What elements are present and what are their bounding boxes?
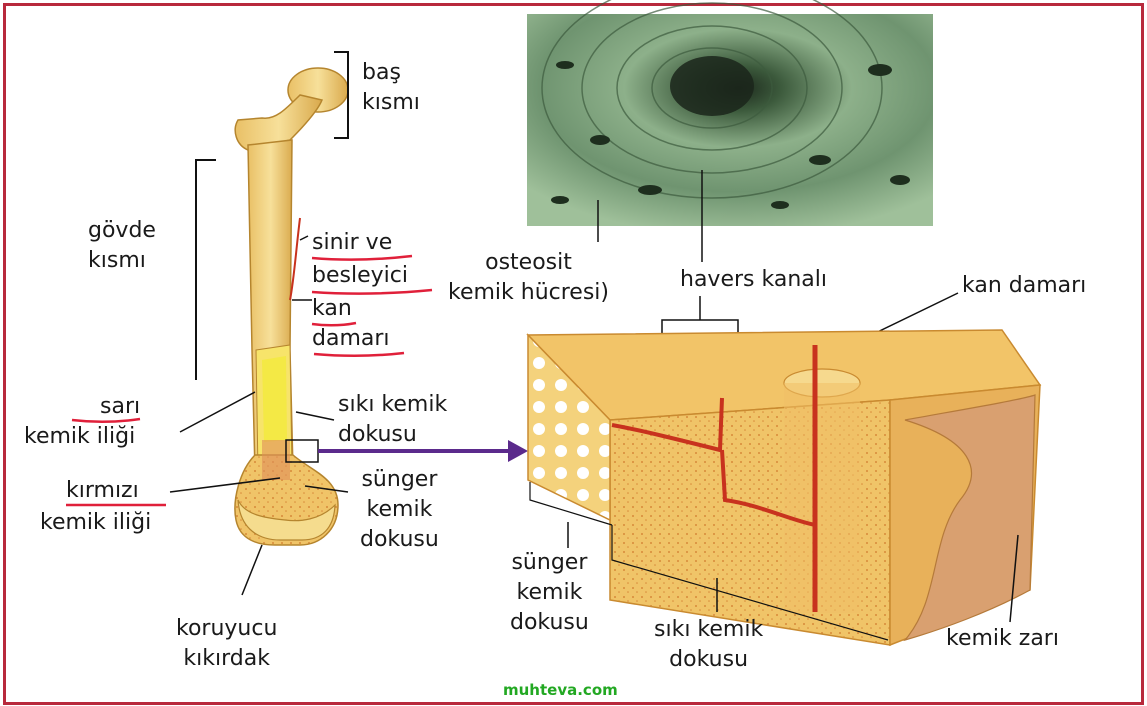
govde-kismi-label: gövde kısmı <box>88 216 156 276</box>
kirmizi-label: kırmızı <box>66 476 139 506</box>
siki-kemik-dokusu-left-label: sıkı kemik dokusu <box>338 390 447 450</box>
bas-kismi-label: baş kısmı <box>362 58 420 118</box>
koruyucu-kikirdak-label: koruyucu kıkırdak <box>176 614 277 674</box>
kan-damari-right-label: kan damarı <box>962 271 1086 301</box>
watermark: muhteva.com <box>503 681 618 699</box>
sinir-ve-label: sinir ve <box>312 228 392 258</box>
damari-label: damarı <box>312 324 390 354</box>
govde-kismi-bracket <box>196 160 216 380</box>
kemik-iligi-2-label: kemik iliği <box>40 508 151 538</box>
sunger-kemik-dokusu-right-label: sünger kemik dokusu <box>510 548 589 638</box>
sari-label: sarı <box>100 392 140 422</box>
kan-label: kan <box>312 294 352 324</box>
kemik-zari-label: kemik zarı <box>946 624 1059 654</box>
leader-sari-ilik <box>180 392 255 432</box>
kemik-iligi-1-label: kemik iliği <box>24 422 135 452</box>
leader-sinir <box>300 236 308 240</box>
zoom-arrow-head <box>508 440 528 462</box>
leader-kikirdak <box>242 545 262 595</box>
besleyici-label: besleyici <box>312 261 408 291</box>
bone-block <box>528 330 1040 645</box>
osteosit-label: osteosit kemik hücresi) <box>448 248 609 308</box>
siki-kemik-dokusu-right-label: sıkı kemik dokusu <box>654 615 763 675</box>
micrograph <box>527 0 933 226</box>
sunger-kemik-dokusu-left-label: sünger kemik dokusu <box>360 465 439 555</box>
havers-kanali-label: havers kanalı <box>680 265 827 295</box>
leader-siki-left <box>296 412 334 420</box>
